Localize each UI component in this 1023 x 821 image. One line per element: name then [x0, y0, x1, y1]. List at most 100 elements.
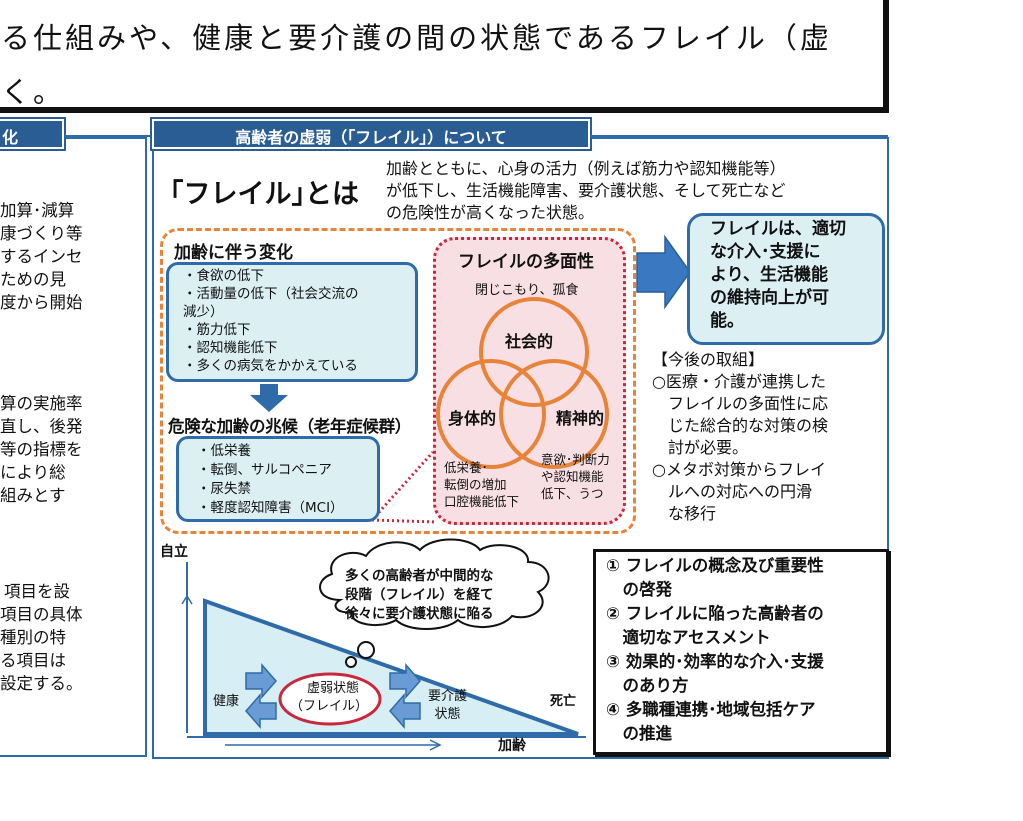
left-text-9: により総 [0, 463, 66, 482]
left-text-7: 直し、後発 [0, 417, 83, 436]
frail-state-label: 虚弱状態 （フレイル） [290, 680, 368, 716]
sign-item: ・軽度認知障害（MCI） [197, 500, 344, 516]
left-text-13: 種別の特 [0, 628, 66, 647]
left-panel [0, 137, 147, 757]
arrow-to-care-icon [389, 663, 421, 699]
measure-line: ③ 効果的･効率的な介入･支援 [606, 652, 824, 671]
aging-item: ・筋力低下 [183, 322, 251, 338]
measure-line: ② フレイルに陥った高齢者の [606, 604, 824, 623]
mental-note-line: や認知機能 [541, 469, 604, 484]
intro-line-1: る仕組みや、健康と要介護の間の状態であるフレイル（虚 [1, 21, 832, 55]
multifaceted-title: フレイルの多面性 [458, 252, 594, 272]
future-line: な移行 [652, 504, 717, 523]
mental-note: 意欲･判断力 や認知機能 低下、うつ [541, 451, 610, 502]
measure-line: ① フレイルの概念及び重要性 [606, 556, 824, 575]
health-label: 健康 [213, 694, 240, 709]
arrow-from-care-icon [389, 693, 421, 729]
callout-line: フレイルは、適切 [710, 219, 846, 239]
age-arrow-icon [429, 739, 442, 751]
frailty-panel-tab: 高齢者の虚弱（｢フレイル｣）について [150, 117, 592, 151]
aging-item: ・食欲の低下 [183, 268, 264, 284]
physical-note: 低栄養･ 転倒の増加 口腔機能低下 [444, 459, 519, 510]
sign-item: ・尿失禁 [197, 481, 251, 497]
left-text-8: 等の指標を [0, 440, 83, 459]
arrow-to-frail-icon [245, 663, 277, 699]
future-line: ○医療・介護が連携した [652, 372, 826, 391]
callout-line: より、生活機能 [710, 265, 828, 285]
care-line: 要介護 [428, 689, 468, 704]
aging-item: 減少） [183, 304, 224, 320]
physical-note-line: 口腔機能低下 [444, 494, 520, 509]
frailty-ellipse [278, 672, 382, 726]
measure-line: ④ 多職種連携･地域包括ケア [606, 700, 816, 719]
aging-changes-title: 加齢に伴う変化 [174, 243, 293, 263]
cloud-line: 徐々に要介護状態に陥る [345, 606, 494, 622]
future-line: じた総合的な対策の検 [652, 416, 829, 435]
frailty-callout: フレイルは、適切 な介入･支援に より、生活機能 の維持向上が可 能。 [687, 213, 885, 345]
mental-note-line: 意欲･判断力 [541, 452, 610, 467]
frailty-definition: 加齢とともに、心身の活力（例えば筋力や認知機能等） が低下し、生活機能障害、要介… [386, 158, 786, 224]
callout-line: な介入･支援に [710, 242, 821, 262]
death-label: 死亡 [550, 694, 577, 709]
speech-cloud [319, 538, 550, 668]
aging-region [160, 228, 636, 534]
down-arrow-icon [250, 384, 288, 412]
aging-axis-label: 加齢 [498, 738, 526, 754]
main-tab-line [590, 135, 888, 137]
measure-line: のあり方 [606, 676, 689, 695]
left-text-11: 項目を設 [4, 582, 70, 601]
future-initiatives: 【今後の取組】 ○医療・介護が連携した フレイルの多面性に応 じた総合的な対策の… [652, 349, 828, 525]
care-state-label: 要介護 状態 [428, 688, 467, 724]
connector-line-top [370, 450, 435, 522]
measures-box: ① フレイルの概念及び重要性 の啓発 ② フレイルに陥った高齢者の 適切なアセス… [593, 549, 889, 755]
aging-item: ・多くの病気をかかえている [183, 358, 358, 374]
danger-signs-title: 危険な加齢の兆候（老年症候群） [168, 417, 412, 436]
care-line: 状態 [434, 707, 461, 722]
left-tab-line [64, 135, 150, 137]
right-arrow-icon [636, 234, 691, 310]
measure-line: 適切なアセスメント [606, 628, 771, 647]
definition-line-2: が低下し、生活機能障害、要介護状態、そして死亡など [386, 181, 786, 200]
intro-line-2: く。 [1, 75, 66, 109]
y-axis-arrow-icon [181, 594, 193, 605]
mental-note-line: 低下、うつ [541, 486, 604, 501]
future-line: 【今後の取組】 [652, 350, 765, 369]
danger-signs-list: ・低栄養 ・転倒、サルコペニア ・尿失禁 ・軽度認知障害（MCI） [176, 436, 380, 522]
measure-line: の啓発 [606, 580, 673, 599]
physical-note-line: 低栄養･ [444, 460, 488, 475]
sign-item: ・転倒、サルコペニア [197, 462, 332, 478]
callout-line: 能。 [710, 311, 744, 331]
aging-item: ・活動量の低下（社会交流の [183, 286, 359, 302]
cloud-line: 段階（フレイル）を経て [345, 587, 494, 603]
definition-line-1: 加齢とともに、心身の活力（例えば筋力や認知機能等） [386, 159, 786, 178]
left-text-1: 加算･減算 [0, 201, 75, 220]
cloud-text: 多くの高齢者が中間的な 段階（フレイル）を経て 徐々に要介護状態に陥る [345, 567, 494, 624]
mental-circle [499, 359, 609, 469]
social-circle [479, 297, 589, 407]
future-line: ○メタボ対策からフレイ [652, 460, 826, 479]
connector-line-bottom [371, 518, 437, 524]
intro-text-box: る仕組みや、健康と要介護の間の状態であるフレイル（虚 く。 [0, 0, 886, 110]
physical-label: 身体的 [448, 409, 497, 428]
physical-note-line: 転倒の増加 [444, 477, 507, 492]
callout-line: の維持向上が可 [710, 288, 829, 308]
left-text-4: ための見 [0, 270, 66, 289]
left-text-3: するインセ [0, 247, 83, 266]
left-text-14: る項目は [0, 651, 66, 670]
arrow-to-health-icon [245, 693, 277, 729]
left-text-5: 度から開始 [0, 293, 83, 312]
left-text-10: 組みとす [0, 486, 66, 505]
frail-line: 虚弱状態 [307, 681, 360, 696]
left-text-15: 設定する。 [0, 674, 83, 693]
aging-changes-list: ・食欲の低下 ・活動量の低下（社会交流の 減少） ・筋力低下 ・認知機能低下 ・… [166, 262, 418, 382]
physical-circle [436, 359, 546, 469]
definition-line-3: の危険性が高くなった状態。 [386, 203, 595, 222]
measure-line: の推進 [606, 724, 673, 743]
sign-item: ・低栄養 [197, 443, 251, 459]
left-text-12: 項目の具体 [0, 605, 83, 624]
aging-item: ・認知機能低下 [183, 340, 278, 356]
frailty-heading: ｢フレイル｣とは [170, 179, 359, 210]
future-line: 討が必要。 [652, 438, 749, 457]
left-text-6: 算の実施率 [0, 394, 83, 413]
